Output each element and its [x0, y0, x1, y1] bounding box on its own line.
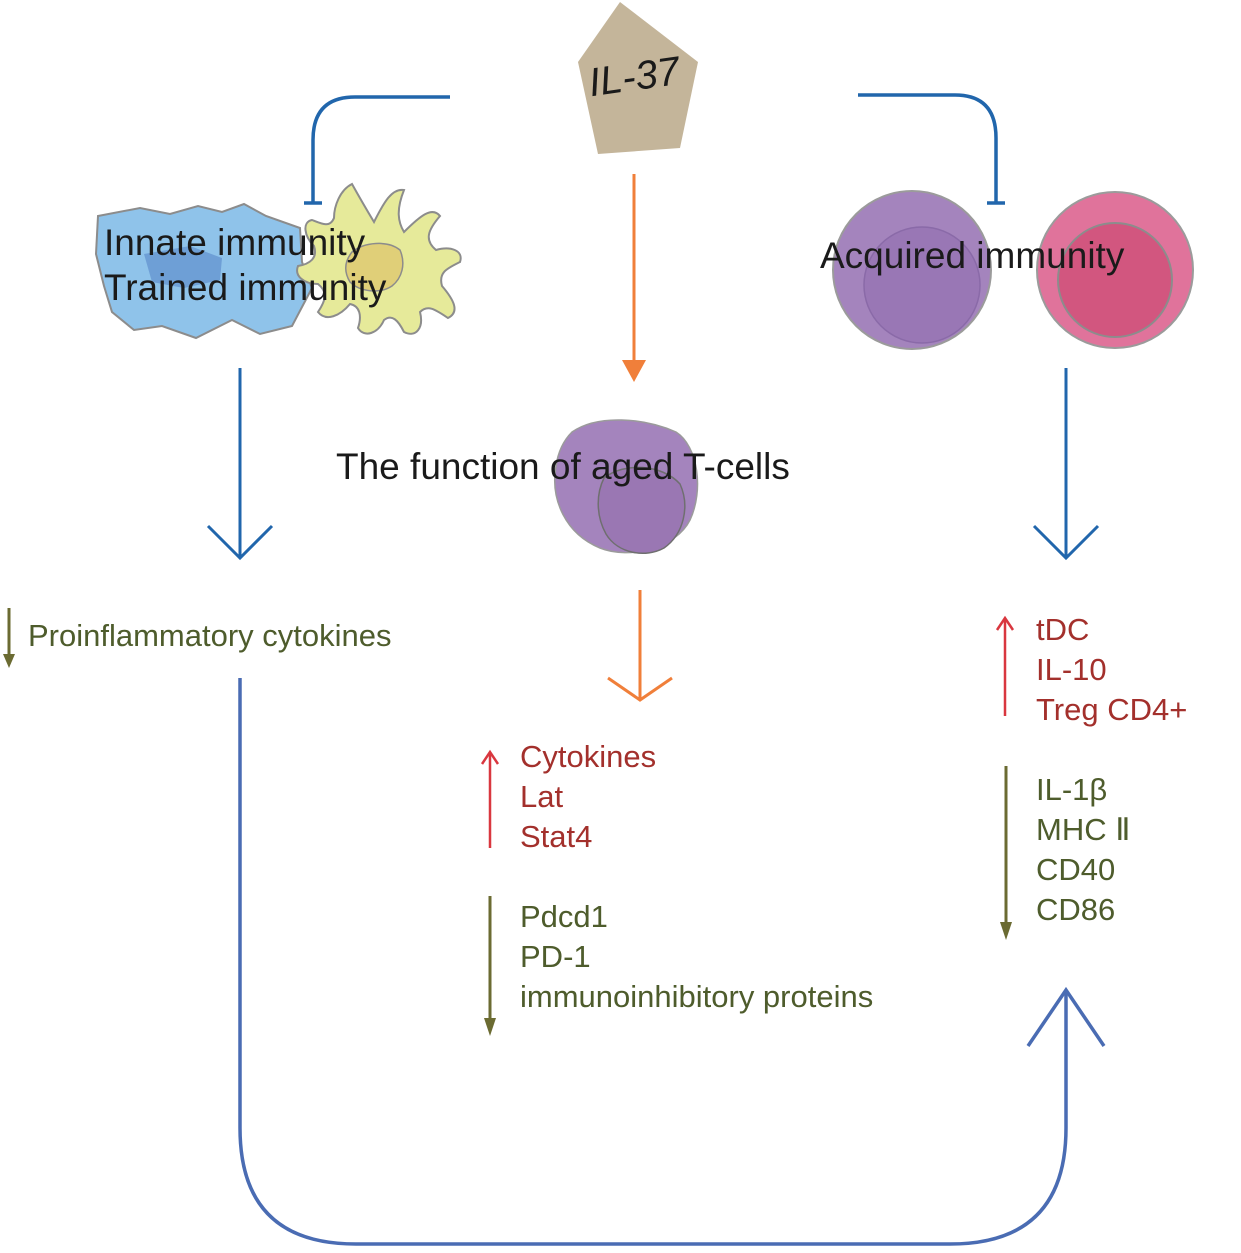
il37-molecule: IL-37 — [578, 2, 698, 154]
down-arrow-right — [1000, 766, 1012, 940]
center-up-item-cytokines: Cytokines — [520, 739, 656, 774]
dendritic-nucleus — [345, 242, 404, 292]
inhibit-line-left — [311, 95, 450, 203]
aged-t-cell — [554, 419, 699, 555]
blue-arrow-right — [1032, 368, 1100, 561]
right-up-item-il10: IL-10 — [1036, 652, 1107, 687]
right-down-item-mhc2: MHC Ⅱ — [1036, 812, 1130, 847]
center-down-item-pd1: PD-1 — [520, 939, 591, 974]
down-arrow-left — [3, 608, 15, 668]
right-down-item-cd86: CD86 — [1036, 892, 1115, 927]
right-up-item-tdc: tDC — [1036, 612, 1089, 647]
trained-immunity-label: Trained immunity — [104, 267, 387, 308]
center-up-item-lat: Lat — [520, 779, 563, 814]
up-arrow-right — [995, 615, 1015, 716]
orange-arrow-center — [622, 174, 646, 382]
innate-immunity-label: Innate immunity — [104, 222, 366, 263]
inhibit-line-right — [858, 93, 998, 203]
right-up-item-treg: Treg CD4+ — [1036, 692, 1187, 727]
down-arrow-center — [484, 896, 496, 1036]
center-down-item-pdcd1: Pdcd1 — [520, 899, 608, 934]
aged-t-cells-label: The function of aged T-cells — [336, 446, 790, 487]
center-up-item-stat4: Stat4 — [520, 819, 592, 854]
orange-arrow-lower — [607, 590, 673, 702]
purple-lymphocyte — [832, 190, 992, 350]
macrophage-nucleus — [144, 246, 222, 288]
feedback-loop-arrow — [238, 678, 1068, 1246]
feedback-loop-arrowhead — [1026, 986, 1106, 1047]
right-down-item-il1b: IL-1β — [1036, 772, 1107, 807]
pink-lymphocyte — [1036, 191, 1194, 349]
proinflammatory-cytokines-label: Proinflammatory cytokines — [28, 618, 392, 653]
blue-arrow-left — [206, 368, 274, 561]
center-down-item-immunoinhibitory: immunoinhibitory proteins — [520, 979, 873, 1014]
up-arrow-center — [480, 749, 500, 848]
il37-pentagon-shape — [578, 2, 698, 154]
right-down-item-cd40: CD40 — [1036, 852, 1115, 887]
acquired-immunity-label: Acquired immunity — [820, 235, 1125, 276]
